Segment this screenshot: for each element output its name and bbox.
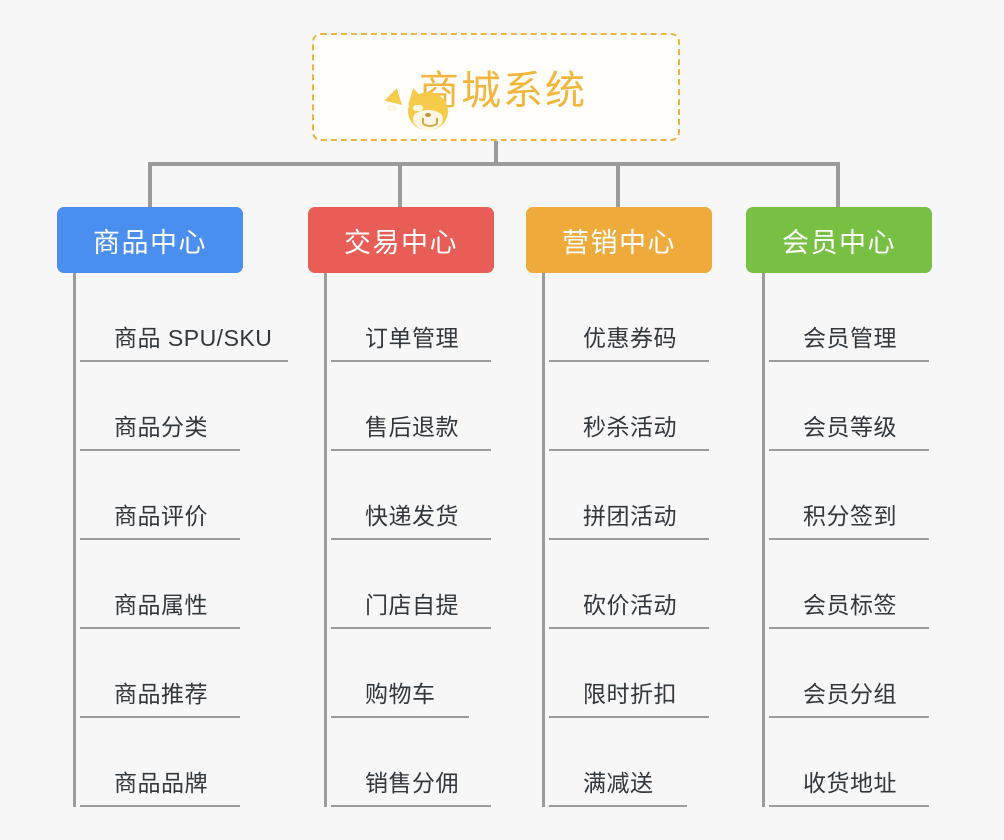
leaf-item-rule — [80, 805, 240, 807]
leaf-item-rule — [549, 805, 687, 807]
leaf-item-label: 商品推荐 — [114, 681, 208, 707]
category-header-marketing-center[interactable]: 营销中心 — [526, 207, 712, 273]
leaf-item-rule — [769, 805, 929, 807]
leaf-item-rule — [80, 627, 240, 629]
leaf-item[interactable]: 会员分组 — [769, 629, 932, 718]
leaf-item-rule — [549, 716, 709, 718]
column-member-center: 会员中心会员管理会员等级积分签到会员标签会员分组收货地址 — [746, 207, 932, 807]
leaf-item-rule — [549, 538, 709, 540]
leaf-item-label: 会员等级 — [803, 414, 897, 440]
leaf-item-rule — [80, 538, 240, 540]
category-header-trade-center[interactable]: 交易中心 — [308, 207, 494, 273]
leaf-item-label: 购物车 — [365, 681, 436, 707]
category-header-product-center[interactable]: 商品中心 — [57, 207, 243, 273]
connector-drop-trade-center — [398, 162, 402, 207]
leaf-item-rule — [769, 449, 929, 451]
leaf-item-label: 会员标签 — [803, 592, 897, 618]
leaf-item-label: 会员分组 — [803, 681, 897, 707]
leaf-item-label: 收货地址 — [803, 770, 897, 796]
leaf-item-label: 订单管理 — [365, 325, 459, 351]
leaf-item-label: 积分签到 — [803, 503, 897, 529]
leaf-item-label: 快递发货 — [365, 503, 459, 529]
leaf-item-label: 满减送 — [583, 770, 654, 796]
leaf-item-rule — [80, 716, 240, 718]
leaf-item-rule — [331, 805, 491, 807]
leaf-item-label: 拼团活动 — [583, 503, 677, 529]
leaf-item[interactable]: 积分签到 — [769, 451, 932, 540]
leaf-item-rule — [331, 627, 491, 629]
leaf-item[interactable]: 订单管理 — [331, 273, 494, 362]
leaf-item[interactable]: 拼团活动 — [549, 451, 712, 540]
leaf-item-label: 商品品牌 — [114, 770, 208, 796]
leaf-item[interactable]: 商品 SPU/SKU — [80, 273, 288, 362]
leaf-item-rule — [549, 627, 709, 629]
leaf-item-label: 商品属性 — [114, 592, 208, 618]
leaf-item-label: 秒杀活动 — [583, 414, 677, 440]
leaf-item-rule — [549, 360, 709, 362]
leaf-list-member-center: 会员管理会员等级积分签到会员标签会员分组收货地址 — [762, 273, 932, 807]
leaf-item-rule — [80, 360, 288, 362]
connector-drop-marketing-center — [616, 162, 620, 207]
leaf-item[interactable]: 售后退款 — [331, 362, 494, 451]
root-node[interactable]: 商城系统 — [312, 33, 680, 141]
leaf-item[interactable]: 商品品牌 — [80, 718, 243, 807]
leaf-item[interactable]: 砍价活动 — [549, 540, 712, 629]
leaf-item[interactable]: 会员标签 — [769, 540, 932, 629]
leaf-item[interactable]: 快递发货 — [331, 451, 494, 540]
category-header-member-center[interactable]: 会员中心 — [746, 207, 932, 273]
column-trade-center: 交易中心订单管理售后退款快递发货门店自提购物车销售分佣 — [308, 207, 494, 807]
leaf-item[interactable]: 秒杀活动 — [549, 362, 712, 451]
leaf-item-label: 门店自提 — [365, 592, 459, 618]
leaf-item-label: 商品评价 — [114, 503, 208, 529]
leaf-item[interactable]: 商品推荐 — [80, 629, 243, 718]
leaf-item[interactable]: 商品评价 — [80, 451, 243, 540]
leaf-item-rule — [80, 449, 240, 451]
leaf-item[interactable]: 销售分佣 — [331, 718, 494, 807]
leaf-item-rule — [331, 449, 491, 451]
leaf-list-marketing-center: 优惠券码秒杀活动拼团活动砍价活动限时折扣满减送 — [542, 273, 712, 807]
leaf-item-label: 销售分佣 — [365, 770, 459, 796]
leaf-item[interactable]: 购物车 — [331, 629, 494, 718]
leaf-item[interactable]: 满减送 — [549, 718, 712, 807]
connector-drop-member-center — [836, 162, 840, 207]
leaf-item-rule — [769, 627, 929, 629]
leaf-item-label: 商品分类 — [114, 414, 208, 440]
leaf-item-label: 商品 SPU/SKU — [114, 325, 273, 351]
leaf-item[interactable]: 商品属性 — [80, 540, 243, 629]
leaf-item-rule — [331, 538, 491, 540]
leaf-list-trade-center: 订单管理售后退款快递发货门店自提购物车销售分佣 — [324, 273, 494, 807]
leaf-item-label: 会员管理 — [803, 325, 897, 351]
leaf-item[interactable]: 优惠券码 — [549, 273, 712, 362]
leaf-item-label: 砍价活动 — [583, 592, 677, 618]
leaf-item[interactable]: 门店自提 — [331, 540, 494, 629]
connector-root-stem — [494, 141, 498, 165]
leaf-item-label: 售后退款 — [365, 414, 459, 440]
leaf-list-product-center: 商品 SPU/SKU 商品分类商品评价商品属性商品推荐商品品牌 — [73, 273, 288, 807]
leaf-item[interactable]: 限时折扣 — [549, 629, 712, 718]
leaf-item-rule — [769, 538, 929, 540]
leaf-item[interactable]: 商品分类 — [80, 362, 243, 451]
leaf-item-rule — [331, 360, 491, 362]
leaf-item-rule — [549, 449, 709, 451]
connector-bus — [148, 162, 836, 166]
column-product-center: 商品中心商品 SPU/SKU 商品分类商品评价商品属性商品推荐商品品牌 — [57, 207, 288, 807]
leaf-item[interactable]: 收货地址 — [769, 718, 932, 807]
connector-drop-product-center — [148, 162, 152, 207]
leaf-item-label: 限时折扣 — [583, 681, 677, 707]
leaf-item[interactable]: 会员管理 — [769, 273, 932, 362]
leaf-item-rule — [769, 716, 929, 718]
leaf-item-rule — [331, 716, 469, 718]
leaf-item[interactable]: 会员等级 — [769, 362, 932, 451]
leaf-item-label: 优惠券码 — [583, 325, 677, 351]
column-marketing-center: 营销中心优惠券码秒杀活动拼团活动砍价活动限时折扣满减送 — [526, 207, 712, 807]
leaf-item-rule — [769, 360, 929, 362]
